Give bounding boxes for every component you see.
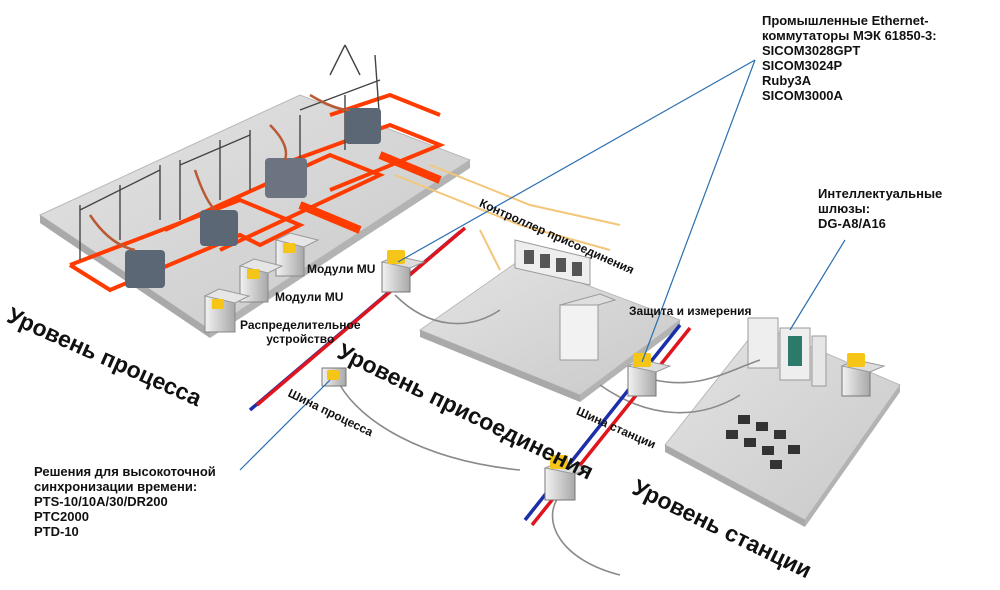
ethernet-switch-station xyxy=(543,455,592,501)
gateways-callout: Интеллектуальные шлюзы: DG-A8/A16 xyxy=(818,186,942,231)
station-workstations xyxy=(726,415,800,469)
switches-line-2: коммутаторы МЭК 61850-3: xyxy=(762,28,937,43)
switches-model-3: Ruby3A xyxy=(762,73,812,88)
switchgear-highlight xyxy=(68,92,446,293)
bay-controller-cabinets xyxy=(514,239,617,361)
switchgear-label: Распределительное устройство xyxy=(240,318,361,346)
mu-label-1: Модули MU xyxy=(307,262,376,276)
gateways-line-1: Интеллектуальные xyxy=(818,186,943,201)
gateways-line-2: шлюзы: xyxy=(818,201,871,216)
switches-model-4: SICOM3000A xyxy=(762,88,843,103)
conductors xyxy=(88,93,351,252)
protection-label: Защита и измерения xyxy=(629,304,752,318)
switchgear-line-2: устройство xyxy=(266,332,335,346)
ethernet-switch-bay xyxy=(626,353,672,397)
gateways-model: DG-A8/A16 xyxy=(818,216,886,231)
timesync-callout: Решения для высокоточной синхронизации в… xyxy=(34,464,216,539)
gateway-device xyxy=(840,353,886,397)
timesync-model-1: PTS-10/10A/30/DR200 xyxy=(34,494,168,509)
process-bus-lines xyxy=(248,226,467,412)
timesync-device xyxy=(321,367,347,387)
switches-model-1: SICOM3028GPT xyxy=(762,43,861,58)
fiber-links xyxy=(394,164,621,271)
switchgear-line-1: Распределительное xyxy=(240,318,361,332)
callout-lines xyxy=(239,59,846,471)
ethernet-switch-process xyxy=(380,250,426,293)
mu-modules xyxy=(203,232,320,333)
transformers xyxy=(125,108,381,288)
switches-model-2: SICOM3024P xyxy=(762,58,843,73)
mu-label-2: Модули MU xyxy=(275,290,344,304)
switches-callout: Промышленные Ethernet- коммутаторы МЭК 6… xyxy=(762,13,937,103)
process-level-floor-front xyxy=(210,160,470,338)
switches-line-1: Промышленные Ethernet- xyxy=(762,13,929,28)
cables xyxy=(339,294,761,576)
timesync-line-1: Решения для высокоточной xyxy=(34,464,216,479)
timesync-model-3: PTD-10 xyxy=(34,524,79,539)
timesync-model-2: PTC2000 xyxy=(34,509,89,524)
station-cabinets xyxy=(747,317,827,387)
timesync-line-2: синхронизации времени: xyxy=(34,479,198,494)
